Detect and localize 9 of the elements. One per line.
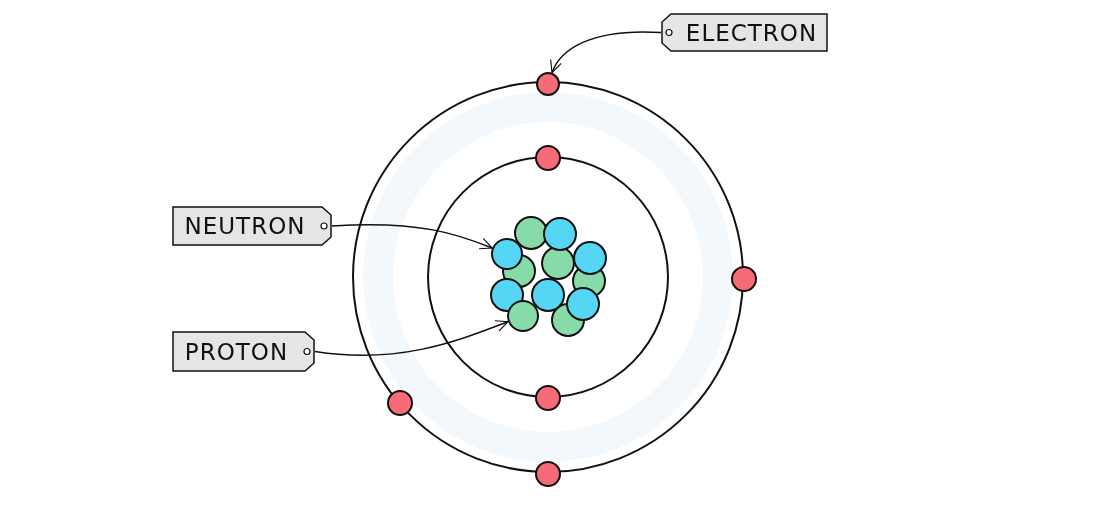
leader-arrow xyxy=(551,31,662,74)
leader-arrow xyxy=(331,223,493,250)
label-tag: PROTON xyxy=(172,331,315,372)
leader-arrow xyxy=(314,320,509,356)
label-tag: NEUTRON xyxy=(172,206,332,246)
electron-particle xyxy=(536,72,560,96)
neutron-particle xyxy=(491,238,523,270)
proton-particle xyxy=(507,300,539,332)
label-tag: ELECTRON xyxy=(661,13,828,52)
